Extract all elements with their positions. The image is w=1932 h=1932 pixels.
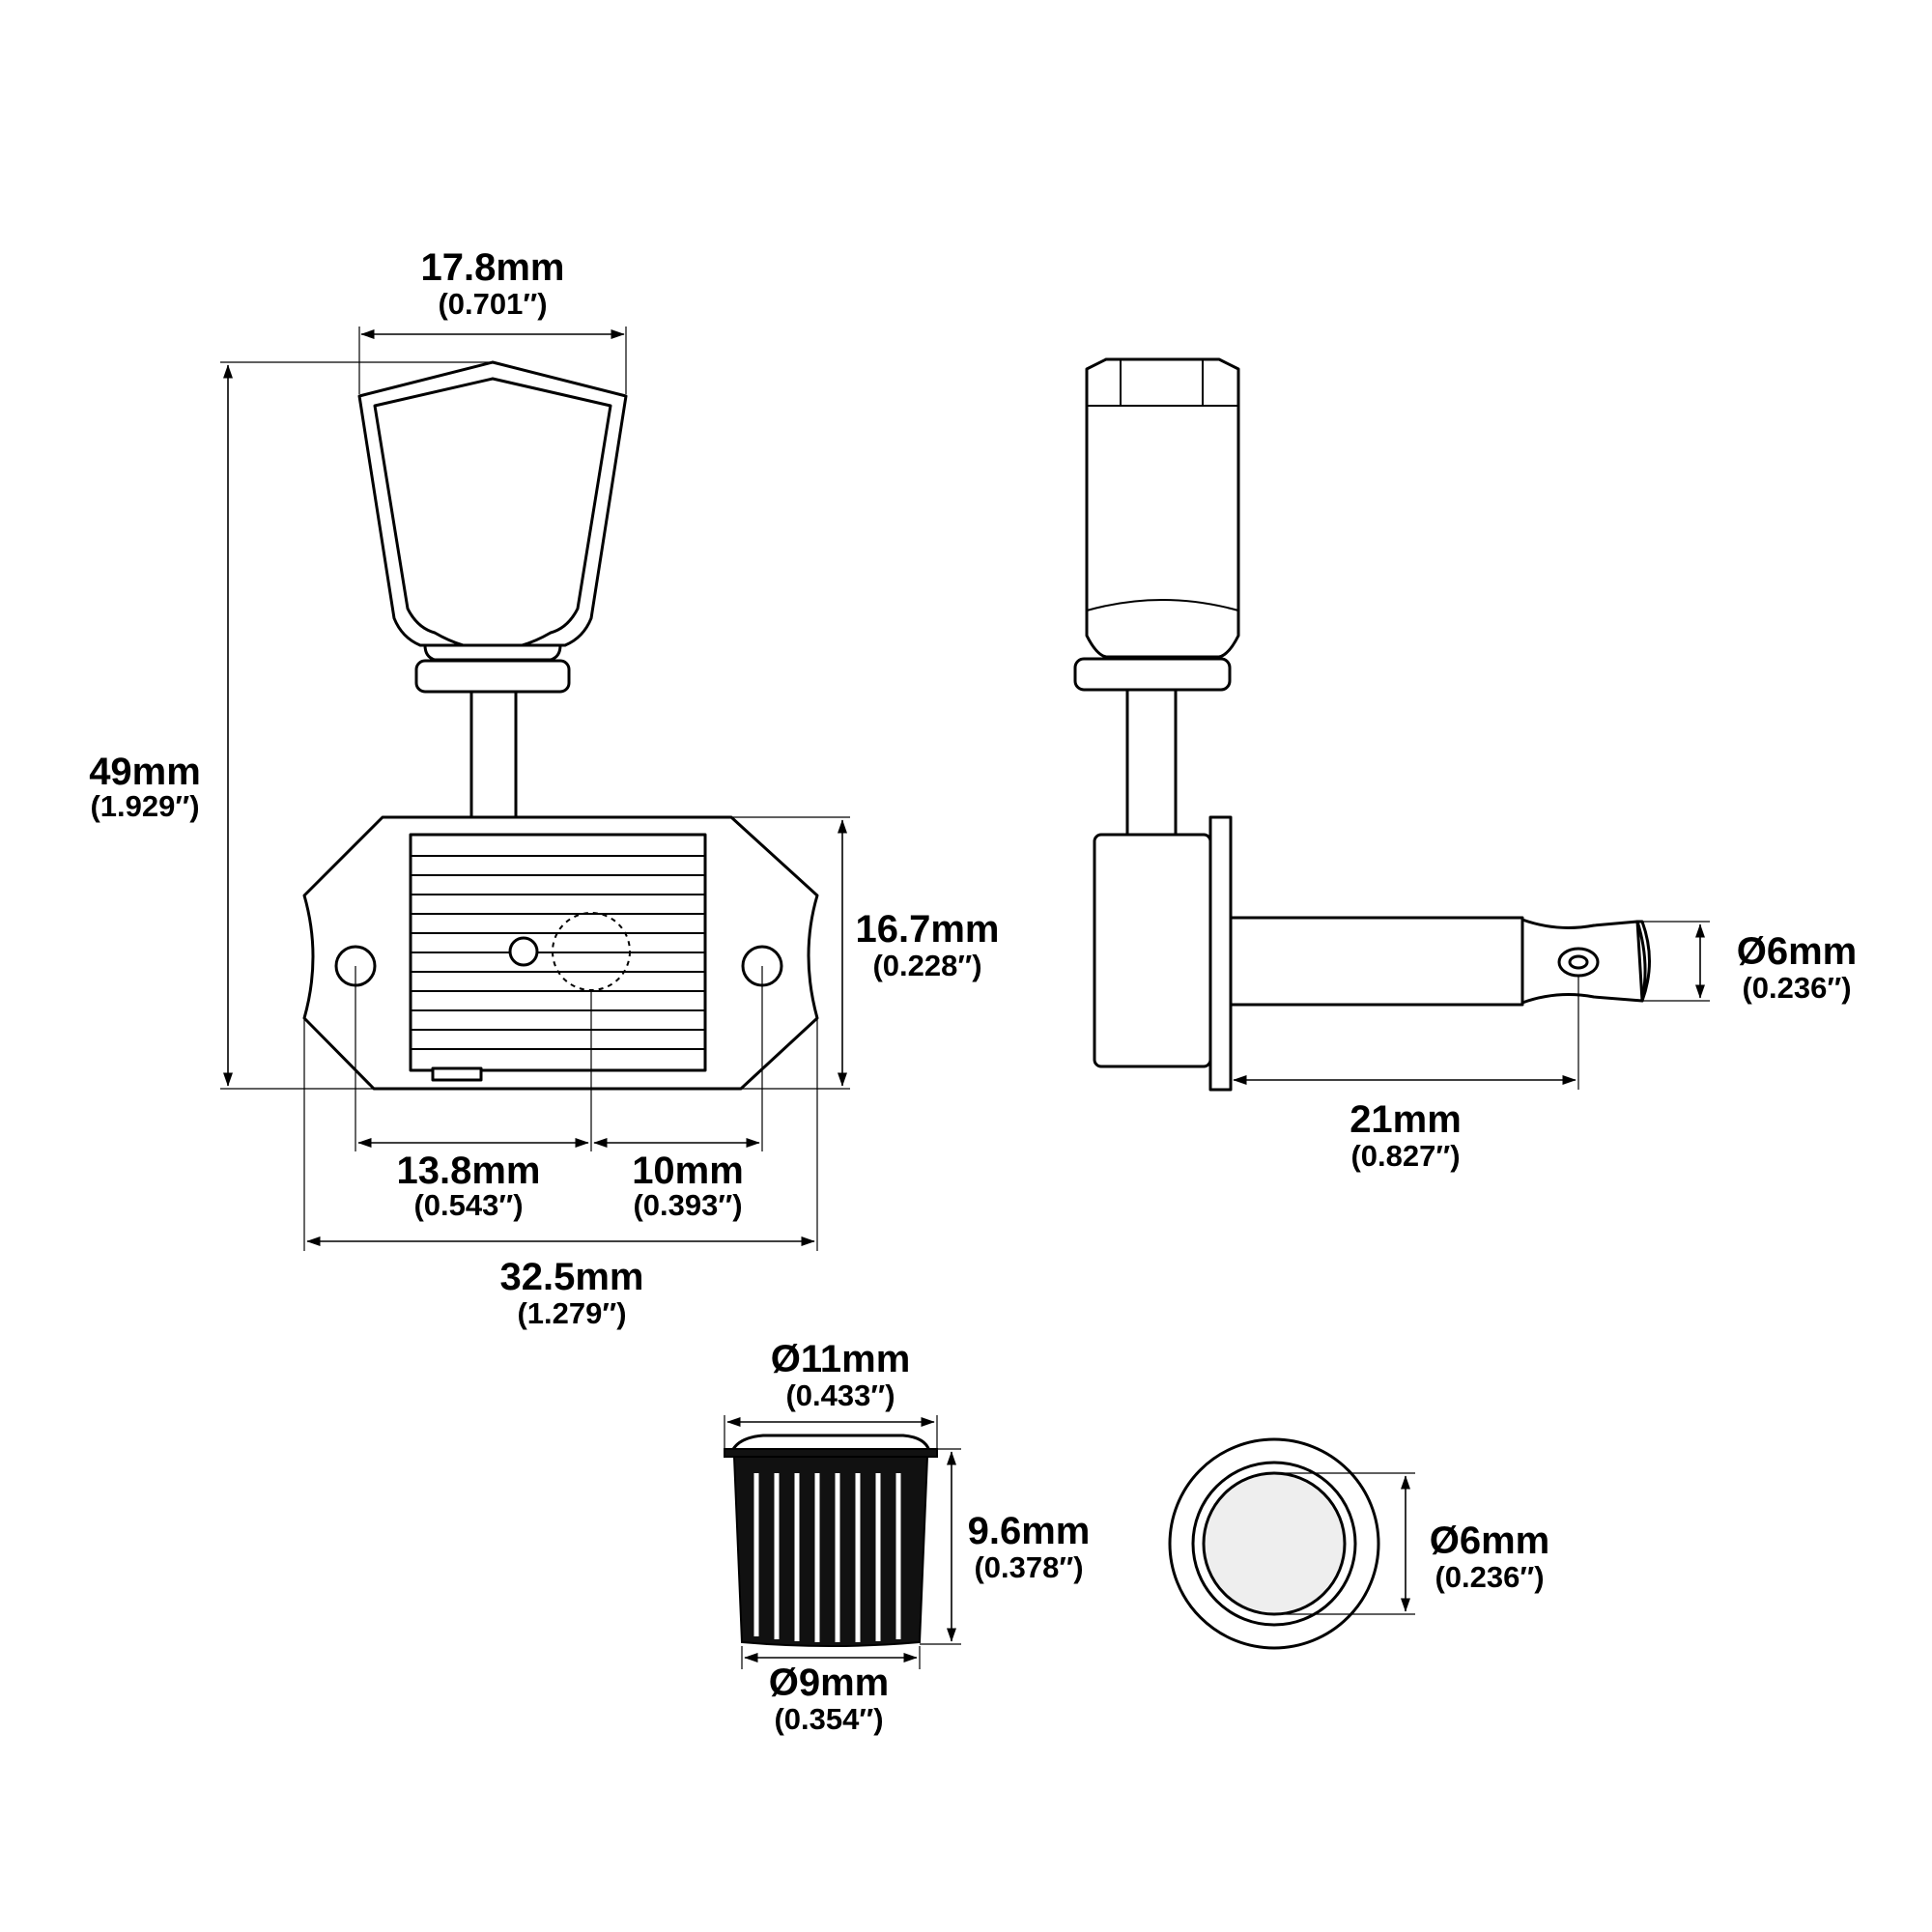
label-post-diameter-mm: Ø6mm [1737, 930, 1858, 973]
label-total-width-mm: 32.5mm [500, 1256, 644, 1298]
label-post-diameter-in: (0.236″) [1742, 971, 1851, 1005]
label-hole-center-in: (0.543″) [413, 1188, 523, 1222]
base-plate-side [1208, 815, 1233, 1092]
tuner-key-front [357, 360, 628, 694]
front-view [302, 360, 819, 1091]
gear-tab [431, 1066, 483, 1082]
side-view [1073, 357, 1651, 1092]
label-total-height-in: (1.929″) [90, 789, 199, 823]
label-post-length-in: (0.827″) [1350, 1139, 1460, 1173]
label-bushing-outer-mm: Ø11mm [771, 1338, 911, 1380]
label-knob-width-mm: 17.8mm [421, 246, 565, 289]
dimension-lines [220, 327, 1710, 1669]
label-bushing-height-in: (0.378″) [974, 1550, 1083, 1584]
label-housing-height-mm: 16.7mm [856, 908, 1000, 951]
label-center-hole-mm: 10mm [632, 1150, 744, 1192]
bushing-top-view [1168, 1437, 1380, 1650]
label-bushing-inner-mm: Ø6mm [1430, 1520, 1550, 1562]
label-center-hole-in: (0.393″) [633, 1188, 742, 1222]
housing-side [1093, 833, 1212, 1068]
key-shaft-side [1125, 688, 1178, 838]
label-total-height-mm: 49mm [89, 751, 201, 793]
label-housing-height-in: (0.228″) [872, 949, 981, 982]
label-bushing-body-in: (0.354″) [774, 1702, 883, 1736]
gear-cover-ribs [411, 855, 705, 1050]
label-bushing-outer-in: (0.433″) [785, 1378, 895, 1412]
label-bushing-body-mm: Ø9mm [769, 1662, 890, 1704]
dimension-labels: 17.8mm (0.701″) 49mm (1.929″) 16.7mm (0.… [89, 246, 1857, 1736]
bushing-side-view [724, 1434, 938, 1647]
label-knob-width-in: (0.701″) [438, 287, 547, 321]
label-bushing-inner-in: (0.236″) [1435, 1560, 1544, 1594]
string-post-side [1229, 916, 1651, 1007]
label-bushing-height-mm: 9.6mm [968, 1510, 1091, 1552]
tuner-key-side [1073, 357, 1240, 692]
label-hole-center-mm: 13.8mm [397, 1150, 541, 1192]
label-post-length-mm: 21mm [1350, 1098, 1462, 1141]
cover-screw [508, 936, 539, 967]
bushing-knurl [753, 1473, 901, 1642]
label-total-width-in: (1.279″) [517, 1296, 626, 1330]
